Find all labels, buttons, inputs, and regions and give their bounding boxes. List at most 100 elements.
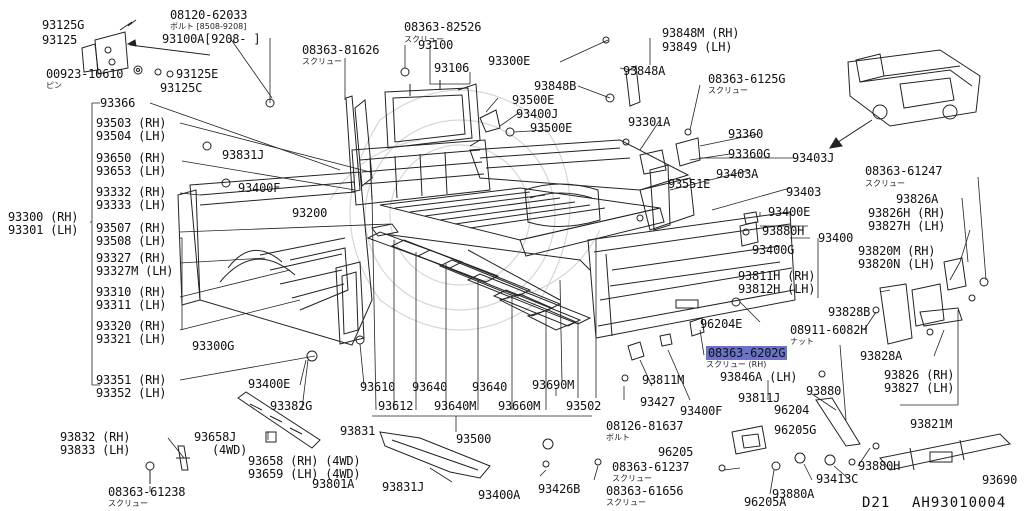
callout-08120-62033-note: ボルト [8508-9208] xyxy=(170,22,247,31)
callout-93880H-b: 93880H xyxy=(858,459,901,473)
callout-93821M: 93821M xyxy=(910,417,953,431)
callout-93811M: 93811M xyxy=(642,373,685,387)
callout-93382G: 93382G xyxy=(270,399,313,413)
callout-00923-10610: 00923-10610 xyxy=(46,67,124,81)
callout-93300: 93300 (RH) xyxy=(8,210,79,224)
callout-08363-61656: 08363-61656 xyxy=(606,484,684,498)
callout-08126-81637-note: ボルト xyxy=(606,433,630,442)
callout-93612: 93612 xyxy=(378,399,414,413)
callout-93551E: 93551E xyxy=(668,177,711,191)
callout-93400G: 93400G xyxy=(752,243,795,257)
callout-93848A: 93848A xyxy=(623,64,666,78)
callout-08363-61237: 08363-61237 xyxy=(612,460,690,474)
callout-93320: 93320 (RH) xyxy=(96,319,167,333)
callout-93660M: 93660M xyxy=(498,399,541,413)
callout-93351: 93351 (RH) xyxy=(96,373,167,387)
callout-93658: 93658 (RH) (4WD) xyxy=(248,454,361,468)
callout-93400: 93400 xyxy=(818,231,854,245)
callout-93827: 93827 (LH) xyxy=(884,381,955,395)
callout-93508: 93508 (LH) xyxy=(96,234,167,248)
tailgate xyxy=(587,211,796,339)
callout-93801A: 93801A xyxy=(312,477,355,491)
callout-93400F-a: 93400F xyxy=(238,181,281,195)
callout-08126-81637: 08126-81637 xyxy=(606,419,684,433)
callout-93848B: 93848B xyxy=(534,79,577,93)
callout-08120-62033: 08120-62033 xyxy=(170,8,248,22)
callout-08363-6125G: 08363-6125G xyxy=(708,72,786,86)
callout-93301A: 93301A xyxy=(628,115,671,129)
callout-93820M: 93820M (RH) xyxy=(858,244,936,258)
callout-93500: 93500 xyxy=(456,432,492,446)
callout-93400E-b: 93400E xyxy=(248,377,291,391)
callout-93403A: 93403A xyxy=(716,167,759,181)
callout-93650: 93650 (RH) xyxy=(96,151,167,165)
callout-96204: 96204 xyxy=(774,403,810,417)
callout-93811J: 93811J xyxy=(738,391,781,405)
callout-93200: 93200 xyxy=(292,206,328,220)
callout-93327M: 93327M (LH) xyxy=(96,264,174,278)
callout-93366: 93366 xyxy=(100,96,136,110)
callout-08363-61247: 08363-61247 xyxy=(865,164,943,178)
callout-93503: 93503 (RH) xyxy=(96,116,167,130)
callout-93100: 93100 xyxy=(418,38,454,52)
leader-lines xyxy=(90,37,987,495)
callout-93658J-variant: (4WD) xyxy=(212,443,248,457)
callout-93327: 93327 (RH) xyxy=(96,251,167,265)
callout-93831J-a: 93831J xyxy=(222,148,265,162)
callout-08363-61237-note: スクリュー xyxy=(612,474,652,483)
truck-inset-drawing xyxy=(829,49,981,149)
callout-93125: 93125 xyxy=(42,33,78,47)
callout-93640M: 93640M xyxy=(434,399,477,413)
callout-08363-82526-note: スクリュー xyxy=(404,35,444,44)
callout-93500E-b: 93500E xyxy=(530,121,573,135)
callout-93828B: 93828B xyxy=(828,305,871,319)
callout-08363-61656-note: スクリュー xyxy=(606,498,646,507)
callout-96205: 96205 xyxy=(658,445,694,459)
callout-93403J: 93403J xyxy=(792,151,835,165)
callout-93658J: 93658J xyxy=(194,430,237,444)
model-code: D21 xyxy=(862,495,891,511)
callout-93300E: 93300E xyxy=(488,54,531,68)
callout-08363-81626: 08363-81626 xyxy=(302,43,380,57)
callout-93106: 93106 xyxy=(434,61,470,75)
callout-93426B: 93426B xyxy=(538,482,581,496)
callout-93640-b: 93640 xyxy=(472,380,508,394)
callout-08363-6202G-note: スクリュー (RH) xyxy=(706,360,767,369)
tailgate-chain xyxy=(731,397,880,471)
callout-93826H: 93826H (RH) xyxy=(868,206,946,220)
mud-guard-brackets xyxy=(879,257,989,345)
callout-93301: 93301 (LH) xyxy=(8,223,79,237)
callout-93125C: 93125C xyxy=(160,81,203,95)
sill-members xyxy=(371,223,591,271)
callout-93880: 93880 xyxy=(806,384,842,398)
callout-08363-6202G: 08363-6202G xyxy=(706,346,788,360)
hinge-bracket xyxy=(81,19,211,78)
callout-93413C: 93413C xyxy=(816,472,859,486)
callout-93690M: 93690M xyxy=(532,378,575,392)
callout-93848M: 93848M (RH) xyxy=(662,26,740,40)
callout-93827H: 93827H (LH) xyxy=(868,219,946,233)
callout-93820N: 93820N (LH) xyxy=(858,257,936,271)
callout-93828A: 93828A xyxy=(860,349,903,363)
callout-93832: 93832 (RH) xyxy=(60,430,131,444)
callout-93403: 93403 xyxy=(786,185,822,199)
callout-93826A: 93826A xyxy=(896,192,939,206)
callout-93125E: 93125E xyxy=(176,67,219,81)
callout-93400E-a: 93400E xyxy=(768,205,811,219)
callout-93502: 93502 xyxy=(566,399,602,413)
cross-members xyxy=(366,231,592,331)
callout-93321: 93321 (LH) xyxy=(96,332,167,346)
bed-front-panel xyxy=(351,139,491,206)
callout-96205A: 96205A xyxy=(744,495,787,509)
rear-bumper-bar xyxy=(879,433,1012,471)
callout-08911-6082H: 08911-6082H xyxy=(790,323,868,337)
callout-93352: 93352 (LH) xyxy=(96,386,167,400)
callout-93880H-a: 93880H xyxy=(762,224,805,238)
callout-93400A: 93400A xyxy=(478,488,521,502)
callout-93831: 93831 xyxy=(340,424,376,438)
callout-93332: 93332 (RH) xyxy=(96,185,167,199)
callout-93300G: 93300G xyxy=(192,339,235,353)
right-side-panel xyxy=(469,139,695,231)
